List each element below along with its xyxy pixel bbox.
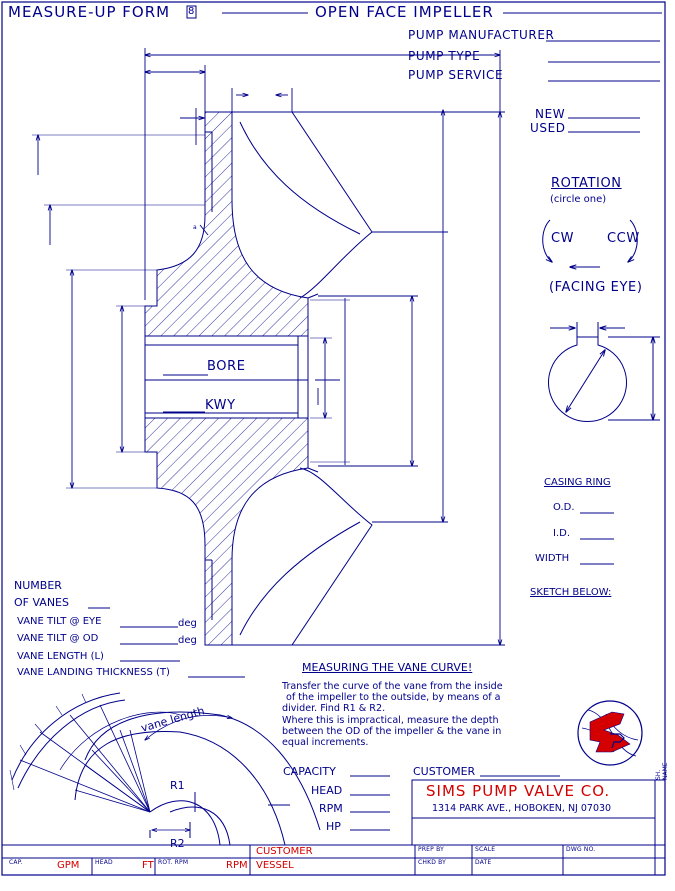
instruction-line: Transfer the curve of the vane from the …: [282, 681, 503, 692]
keyway-label: KWY: [205, 398, 236, 413]
vane-tilt-od-label: VANE TILT @ OD: [17, 633, 99, 644]
form-number: 8: [188, 6, 195, 17]
tb-rot-label: ROT. RPM: [158, 859, 189, 866]
vane-curve-instructions: Transfer the curve of the vane from the …: [282, 681, 582, 748]
vane-tilt-eye-label: VANE TILT @ EYE: [17, 616, 102, 627]
r2-label: R2: [170, 837, 185, 850]
logo-p: [610, 733, 625, 749]
sheet-border: [1, 1, 666, 876]
facing-eye-label: (FACING EYE): [549, 280, 643, 295]
pump-type-label: PUMP TYPE: [408, 49, 481, 63]
instruction-line: between the OD of the impeller & the van…: [282, 725, 502, 737]
hub-upper: [144, 111, 309, 337]
number-vanes-label-2: OF VANES: [14, 596, 69, 609]
new-label: NEW: [535, 107, 566, 121]
rotation-arrows: [542, 219, 638, 267]
hub-lower: [144, 417, 309, 646]
tb-cap-label: CAP.: [9, 859, 23, 866]
instruction-line: of the impeller to the outside, by means…: [286, 692, 501, 704]
company-name: SIMS PUMP VALVE CO.: [426, 782, 611, 800]
used-label: USED: [530, 121, 566, 135]
capacity-label: CAPACITY: [283, 765, 336, 778]
logo-mark: [589, 711, 631, 753]
vane-curve-sketch: [9, 692, 321, 845]
deg-label-od: deg: [178, 635, 197, 646]
r1-label: R1: [170, 779, 185, 792]
rotation-ccw: CCW: [607, 231, 640, 246]
hp-label: HP: [326, 820, 341, 833]
company-logo: [577, 700, 643, 766]
tb-gpm: GPM: [57, 860, 80, 871]
instruction-line: equal increments.: [282, 737, 369, 749]
head-label: HEAD: [311, 784, 343, 797]
instruction-line: Where this is impractical, measure the d…: [282, 714, 499, 726]
casing-ring-title: CASING RING: [544, 477, 611, 488]
rotation-subtitle: (circle one): [550, 194, 607, 205]
tb-scale: SCALE: [475, 846, 496, 853]
pump-manufacturer-label: PUMP MANUFACTURER: [408, 28, 555, 42]
dimension-lines: [32, 48, 505, 645]
tb-prep-by: PREP BY: [418, 846, 444, 853]
casing-od-label: O.D.: [553, 502, 575, 513]
tb-rpm: RPM: [226, 860, 248, 871]
angle-mark: a: [193, 224, 197, 231]
pump-service-label: PUMP SERVICE: [408, 68, 504, 82]
tb-customer: CUSTOMER: [256, 846, 313, 857]
casing-circle: [548, 322, 660, 423]
customer-label: CUSTOMER: [413, 765, 476, 778]
rotation-title: ROTATION: [551, 176, 622, 191]
form-number-box: [186, 5, 197, 19]
tb-date: DATE: [475, 859, 492, 866]
tb-vessel: VESSEL: [256, 860, 294, 871]
vane-curve-title: MEASURING THE VANE CURVE!: [302, 661, 473, 674]
tb-ft: FT: [142, 860, 154, 871]
drawing-title: OPEN FACE IMPELLER: [315, 3, 494, 21]
sketch-below-label: SKETCH BELOW:: [530, 587, 612, 598]
rotation-cw: CW: [551, 231, 575, 246]
form-title: MEASURE-UP FORM: [8, 3, 171, 21]
tb-head-label: HEAD: [95, 859, 113, 866]
instruction-line: divider. Find R1 & R2.: [282, 703, 386, 715]
deg-label-eye: deg: [178, 618, 197, 629]
company-address: 1314 PARK AVE., HOBOKEN, NJ 07030: [432, 803, 612, 814]
tb-dwg-no: DWG NO.: [566, 846, 596, 853]
tb-chkd-by: CHKD BY: [418, 859, 447, 866]
casing-id-label: I.D.: [553, 528, 571, 539]
number-vanes-label-1: NUMBER: [14, 579, 62, 592]
rpm-label: RPM: [319, 802, 343, 815]
bore-label: BORE: [207, 359, 246, 374]
vane-thickness-label: VANE LANDING THICKNESS (T): [17, 667, 170, 678]
casing-width-label: WIDTH: [535, 553, 570, 564]
impeller-section: [144, 111, 373, 646]
vane-length-label: VANE LENGTH (L): [17, 651, 104, 662]
sheet-name-label: SH. NAME: [655, 762, 669, 780]
